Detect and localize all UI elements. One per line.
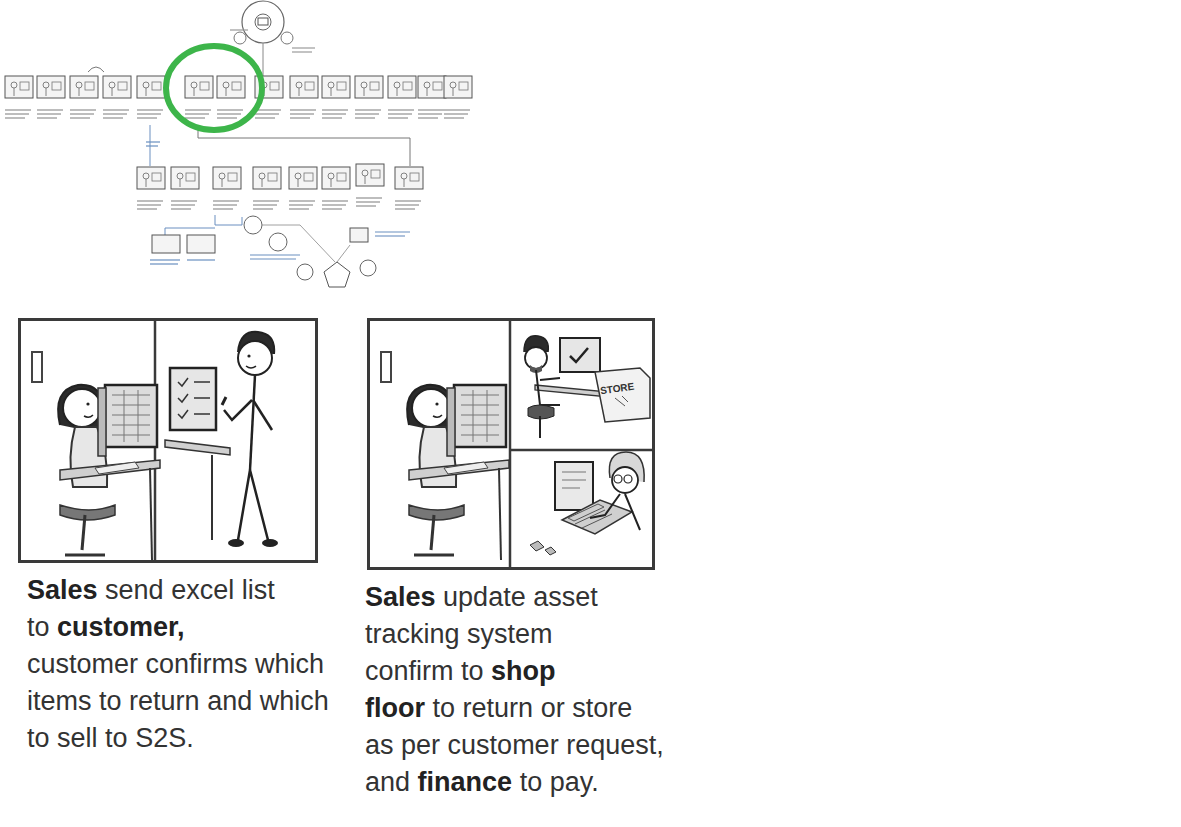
box-label: STORE <box>599 381 634 397</box>
panel-caption: Sales send excel listto customer,custome… <box>27 572 329 757</box>
storyboard-panel: Sales send excel listto customer,custome… <box>18 318 318 563</box>
panel-caption: Sales update assettracking systemconfirm… <box>365 579 664 801</box>
storyboard-panel: Sales update assettracking systemconfirm… <box>367 318 655 570</box>
